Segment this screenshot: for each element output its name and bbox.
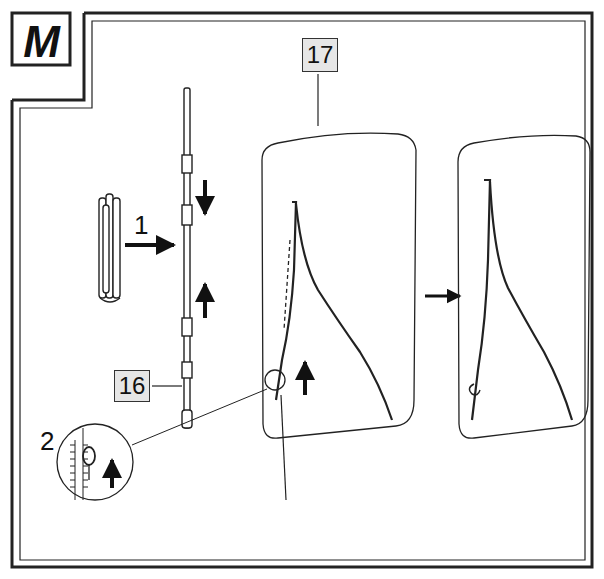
result-arrow <box>425 295 460 298</box>
tent-panel-done <box>458 135 590 438</box>
panel-letter: M <box>23 17 59 67</box>
assembled-pole <box>182 88 192 428</box>
push-arrow <box>303 362 307 395</box>
callout-number: 17 <box>307 41 334 69</box>
callout-box: 17 <box>302 38 338 72</box>
callout-box: 16 <box>114 370 150 402</box>
push-arrow <box>203 180 207 214</box>
callout-number: 16 <box>119 372 146 400</box>
step-number: 1 <box>134 212 148 238</box>
zoom-detail <box>57 424 133 500</box>
folded-poles <box>99 194 120 302</box>
step-number: 2 <box>40 428 54 454</box>
panel-letter: M <box>14 15 68 69</box>
frame <box>12 13 592 567</box>
tent-panel <box>132 133 416 500</box>
push-arrow <box>203 284 207 318</box>
leader-line <box>152 385 182 386</box>
push-arrow <box>110 460 114 488</box>
leader-line <box>317 74 318 126</box>
step-arrow <box>125 243 174 247</box>
